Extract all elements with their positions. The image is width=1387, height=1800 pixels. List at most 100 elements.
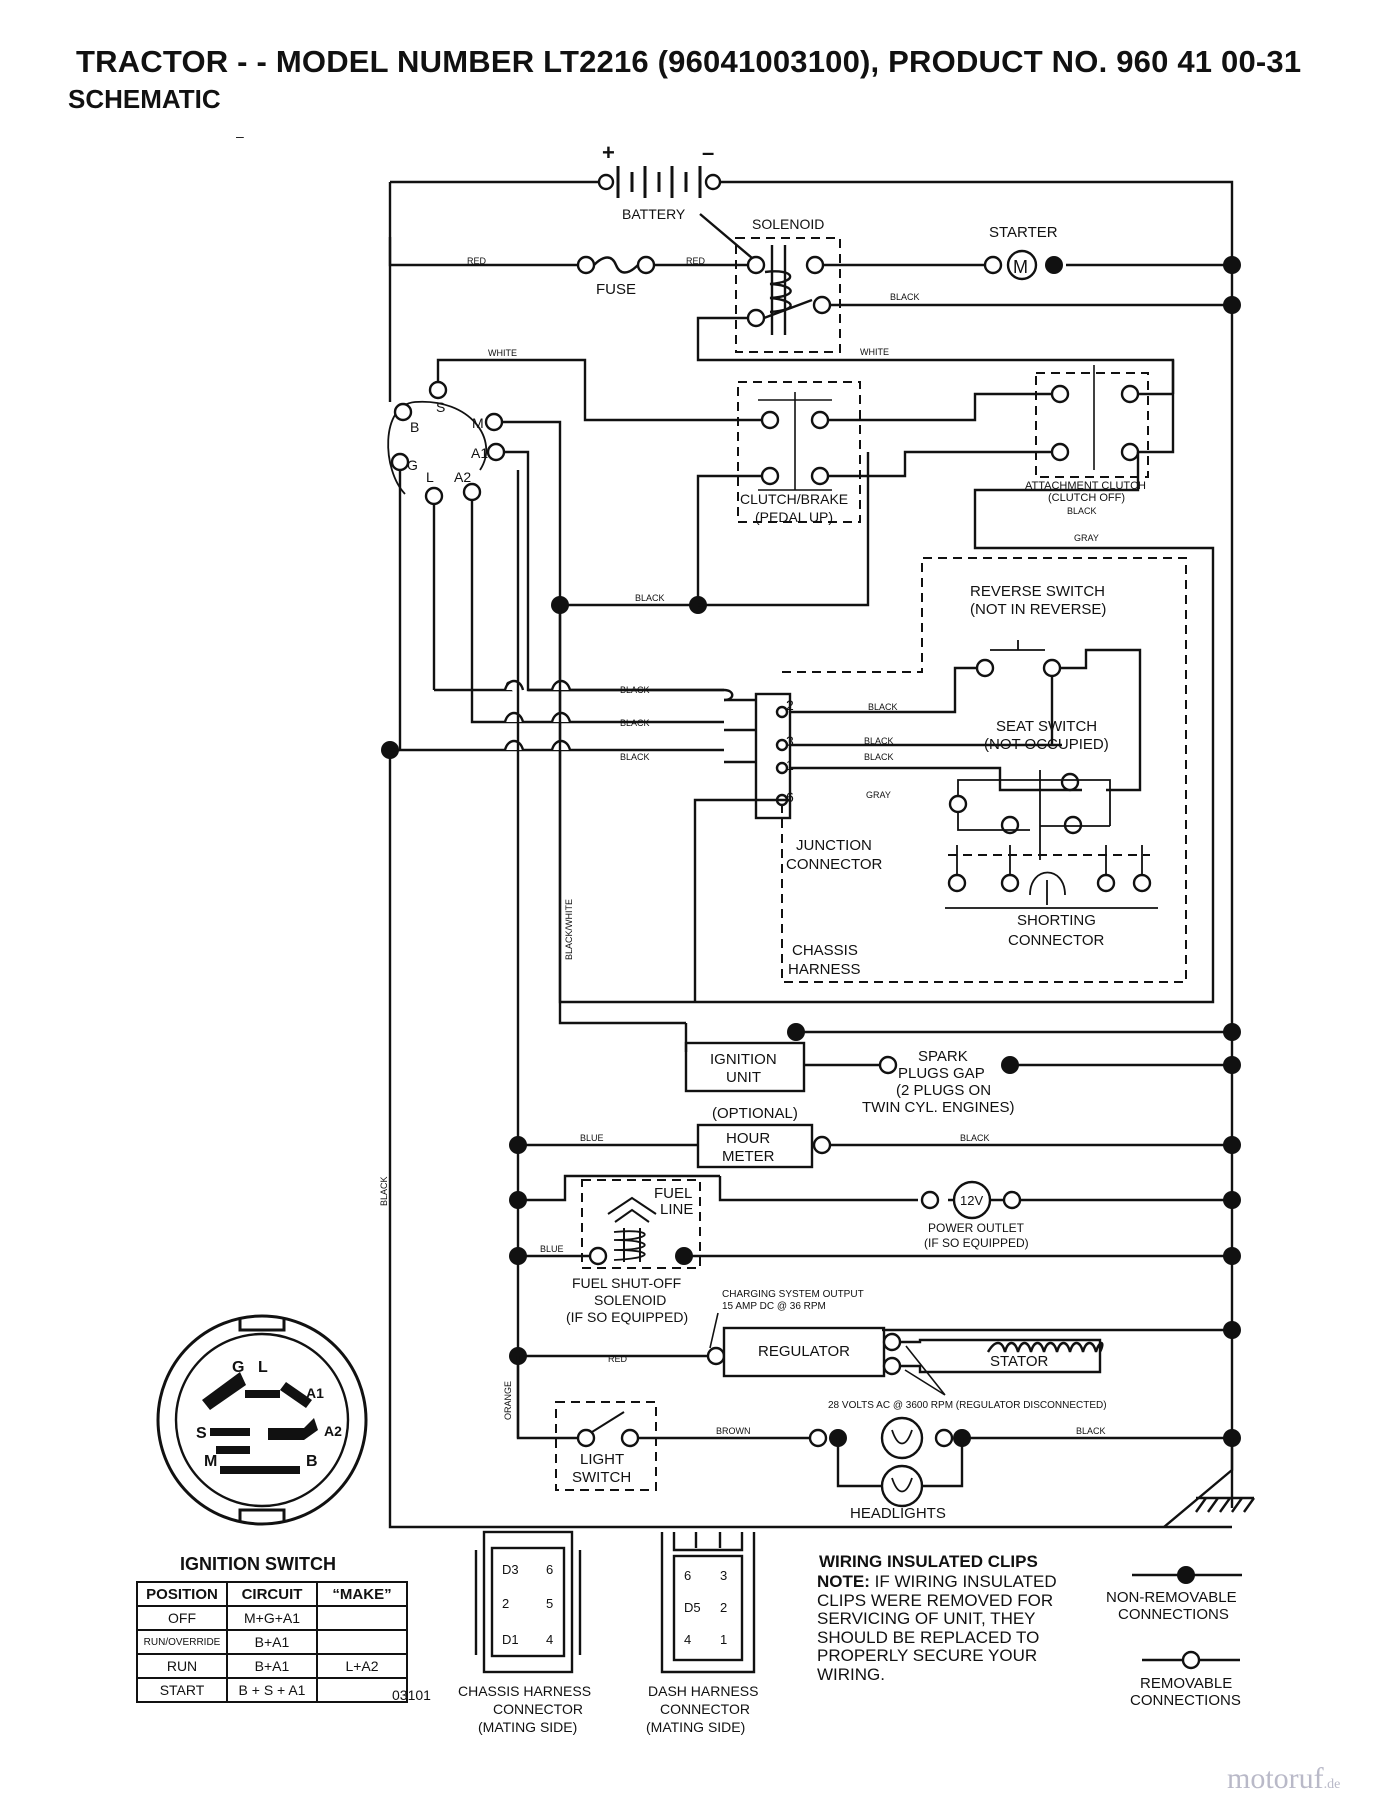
power-outlet-label: POWER OUTLET bbox=[928, 1221, 1025, 1235]
solenoid-label: SOLENOID bbox=[752, 216, 824, 232]
hour-meter bbox=[696, 1123, 814, 1169]
clips-title: WIRING INSULATED CLIPS bbox=[819, 1552, 1038, 1571]
cell-position: OFF bbox=[136, 1605, 228, 1631]
fuel-line-label-2: LINE bbox=[660, 1201, 693, 1218]
ignition-unit-label-2: UNIT bbox=[726, 1069, 761, 1086]
starter-m: M bbox=[1013, 257, 1028, 277]
fuse-label: FUSE bbox=[596, 281, 636, 298]
clips-note-text: IF WIRING INSULATED CLIPS WERE REMOVED F… bbox=[817, 1572, 1057, 1684]
ignition-switch-terminals: S B M A1 G L A2 bbox=[387, 380, 506, 506]
table-header-row: POSITION CIRCUIT “MAKE” bbox=[136, 1581, 408, 1607]
cpin-d3: D3 bbox=[502, 1562, 519, 1577]
col-position: POSITION bbox=[136, 1581, 228, 1607]
seat-switch-sub: (NOT OCCUPIED) bbox=[984, 736, 1109, 753]
ignition-switch-table: POSITION CIRCUIT “MAKE” OFF M+G+A1 RUN/O… bbox=[136, 1581, 408, 1703]
wire-label-black-2: BLACK bbox=[620, 718, 650, 728]
ground-symbol bbox=[1163, 1438, 1255, 1528]
junction-label-2: CONNECTOR bbox=[786, 856, 883, 873]
wire-label-black-mid: BLACK bbox=[635, 593, 665, 603]
wire-label-blue-1: BLUE bbox=[580, 1133, 604, 1143]
regulator-label: REGULATOR bbox=[758, 1343, 850, 1360]
chassis-harness-label-2: HARNESS bbox=[788, 961, 861, 978]
pin-3: 3 bbox=[786, 733, 794, 749]
spark-label-2: PLUGS GAP bbox=[898, 1065, 985, 1082]
dash-connector-label-3: (MATING SIDE) bbox=[646, 1719, 745, 1735]
wire-label-orange: ORANGE bbox=[503, 1381, 513, 1420]
hour-meter-label: HOUR bbox=[726, 1130, 770, 1147]
cell-make: L+A2 bbox=[316, 1653, 408, 1679]
chassis-connector-label-3: (MATING SIDE) bbox=[478, 1719, 577, 1735]
face-a2: A2 bbox=[324, 1423, 342, 1439]
dash-connector-label: DASH HARNESS bbox=[648, 1683, 758, 1699]
cell-circuit: B + S + A1 bbox=[226, 1677, 318, 1703]
term-b: B bbox=[410, 419, 419, 435]
face-a1: A1 bbox=[306, 1385, 324, 1401]
light-switch-label: LIGHT bbox=[580, 1451, 624, 1468]
term-a1: A1 bbox=[471, 445, 488, 461]
legend-nonremovable: NON-REMOVABLE bbox=[1106, 1589, 1237, 1606]
term-m: M bbox=[472, 415, 484, 431]
wire-label-white: WHITE bbox=[488, 348, 517, 358]
cpin-2: 2 bbox=[502, 1596, 509, 1611]
light-switch: LIGHT SWITCH bbox=[555, 1401, 657, 1491]
fuel-shutoff-solenoid: FUEL LINE bbox=[581, 1179, 701, 1269]
table-row: START B + S + A1 bbox=[136, 1677, 408, 1703]
hour-meter-optional: (OPTIONAL) bbox=[712, 1105, 798, 1122]
wire-label-black-vert: BLACK bbox=[379, 1176, 389, 1206]
term-s: S bbox=[436, 399, 445, 415]
wire-label-gray-top: GRAY bbox=[1074, 533, 1099, 543]
chassis-connector-label-2: CONNECTOR bbox=[493, 1701, 583, 1717]
charging-label-2: 15 AMP DC @ 36 RPM bbox=[722, 1301, 826, 1312]
spark-label-3: (2 PLUGS ON bbox=[896, 1082, 991, 1099]
clutch-brake-switch: CLUTCH/BRAKE (PEDAL UP) bbox=[737, 381, 861, 525]
wire-label-black-sol: BLACK bbox=[890, 292, 920, 302]
cpin-6: 6 bbox=[546, 1562, 553, 1577]
shorting-label-2: CONNECTOR bbox=[1008, 932, 1105, 949]
table-row: OFF M+G+A1 bbox=[136, 1605, 408, 1631]
wire-label-brown: BROWN bbox=[716, 1426, 751, 1436]
chassis-harness-label: CHASSIS bbox=[792, 942, 858, 959]
cell-position: START bbox=[136, 1677, 228, 1703]
battery: + – BATTERY bbox=[597, 140, 722, 222]
fuel-solenoid-label-3: (IF SO EQUIPPED) bbox=[566, 1309, 688, 1325]
ignition-switch-face: G L A1 S A2 M B bbox=[156, 1314, 368, 1526]
hour-meter-label-2: METER bbox=[722, 1148, 775, 1165]
wire-label-black-j2: BLACK bbox=[868, 702, 898, 712]
light-switch-label-2: SWITCH bbox=[572, 1469, 631, 1486]
ignition-unit-label: IGNITION bbox=[710, 1051, 777, 1068]
fuel-solenoid-label-2: SOLENOID bbox=[594, 1292, 666, 1308]
col-circuit: CIRCUIT bbox=[226, 1581, 318, 1607]
watermark-suffix: .de bbox=[1323, 1777, 1341, 1792]
starter: M STARTER bbox=[983, 224, 1063, 281]
clutch-brake-label: CLUTCH/BRAKE bbox=[740, 491, 848, 507]
cell-make bbox=[316, 1677, 408, 1703]
cell-make bbox=[316, 1605, 408, 1631]
clips-note: NOTE: IF WIRING INSULATED CLIPS WERE REM… bbox=[817, 1572, 1077, 1684]
legend-removable-2: CONNECTIONS bbox=[1130, 1692, 1241, 1709]
cell-circuit: M+G+A1 bbox=[226, 1605, 318, 1631]
junction-connector: 2 3 1 6 JUNCTION CONNECTOR bbox=[754, 692, 883, 873]
legend: NON-REMOVABLE CONNECTIONS REMOVABLE CONN… bbox=[1106, 1566, 1242, 1709]
clips-note-label: NOTE: bbox=[817, 1572, 870, 1591]
battery-label: BATTERY bbox=[622, 206, 686, 222]
stator-note: 28 VOLTS AC @ 3600 RPM (REGULATOR DISCON… bbox=[828, 1400, 1107, 1411]
wire-label-black-white: BLACK/WHITE bbox=[564, 899, 574, 960]
shorting-connector: SHORTING CONNECTOR bbox=[945, 845, 1158, 949]
reverse-switch-label: REVERSE SWITCH bbox=[970, 583, 1105, 600]
shorting-label: SHORTING bbox=[1017, 912, 1096, 929]
wire-label-black-1: BLACK bbox=[620, 685, 650, 695]
cpin-d1: D1 bbox=[502, 1632, 519, 1647]
charging-label: CHARGING SYSTEM OUTPUT bbox=[722, 1289, 864, 1300]
dpin-d5: D5 bbox=[684, 1600, 701, 1615]
term-a2: A2 bbox=[454, 469, 471, 485]
wire-label-black-ac: BLACK bbox=[1067, 506, 1097, 516]
cell-position: RUN bbox=[136, 1653, 228, 1679]
wire-label-white-top: WHITE bbox=[860, 347, 889, 357]
page-subtitle: SCHEMATIC bbox=[68, 84, 221, 114]
stator-label: STATOR bbox=[990, 1353, 1049, 1370]
attachment-clutch-sub: (CLUTCH OFF) bbox=[1048, 492, 1125, 504]
face-s: S bbox=[196, 1425, 207, 1442]
spark-label-1: SPARK bbox=[918, 1048, 968, 1065]
cell-circuit: B+A1 bbox=[226, 1629, 318, 1655]
pin-2: 2 bbox=[786, 697, 794, 713]
